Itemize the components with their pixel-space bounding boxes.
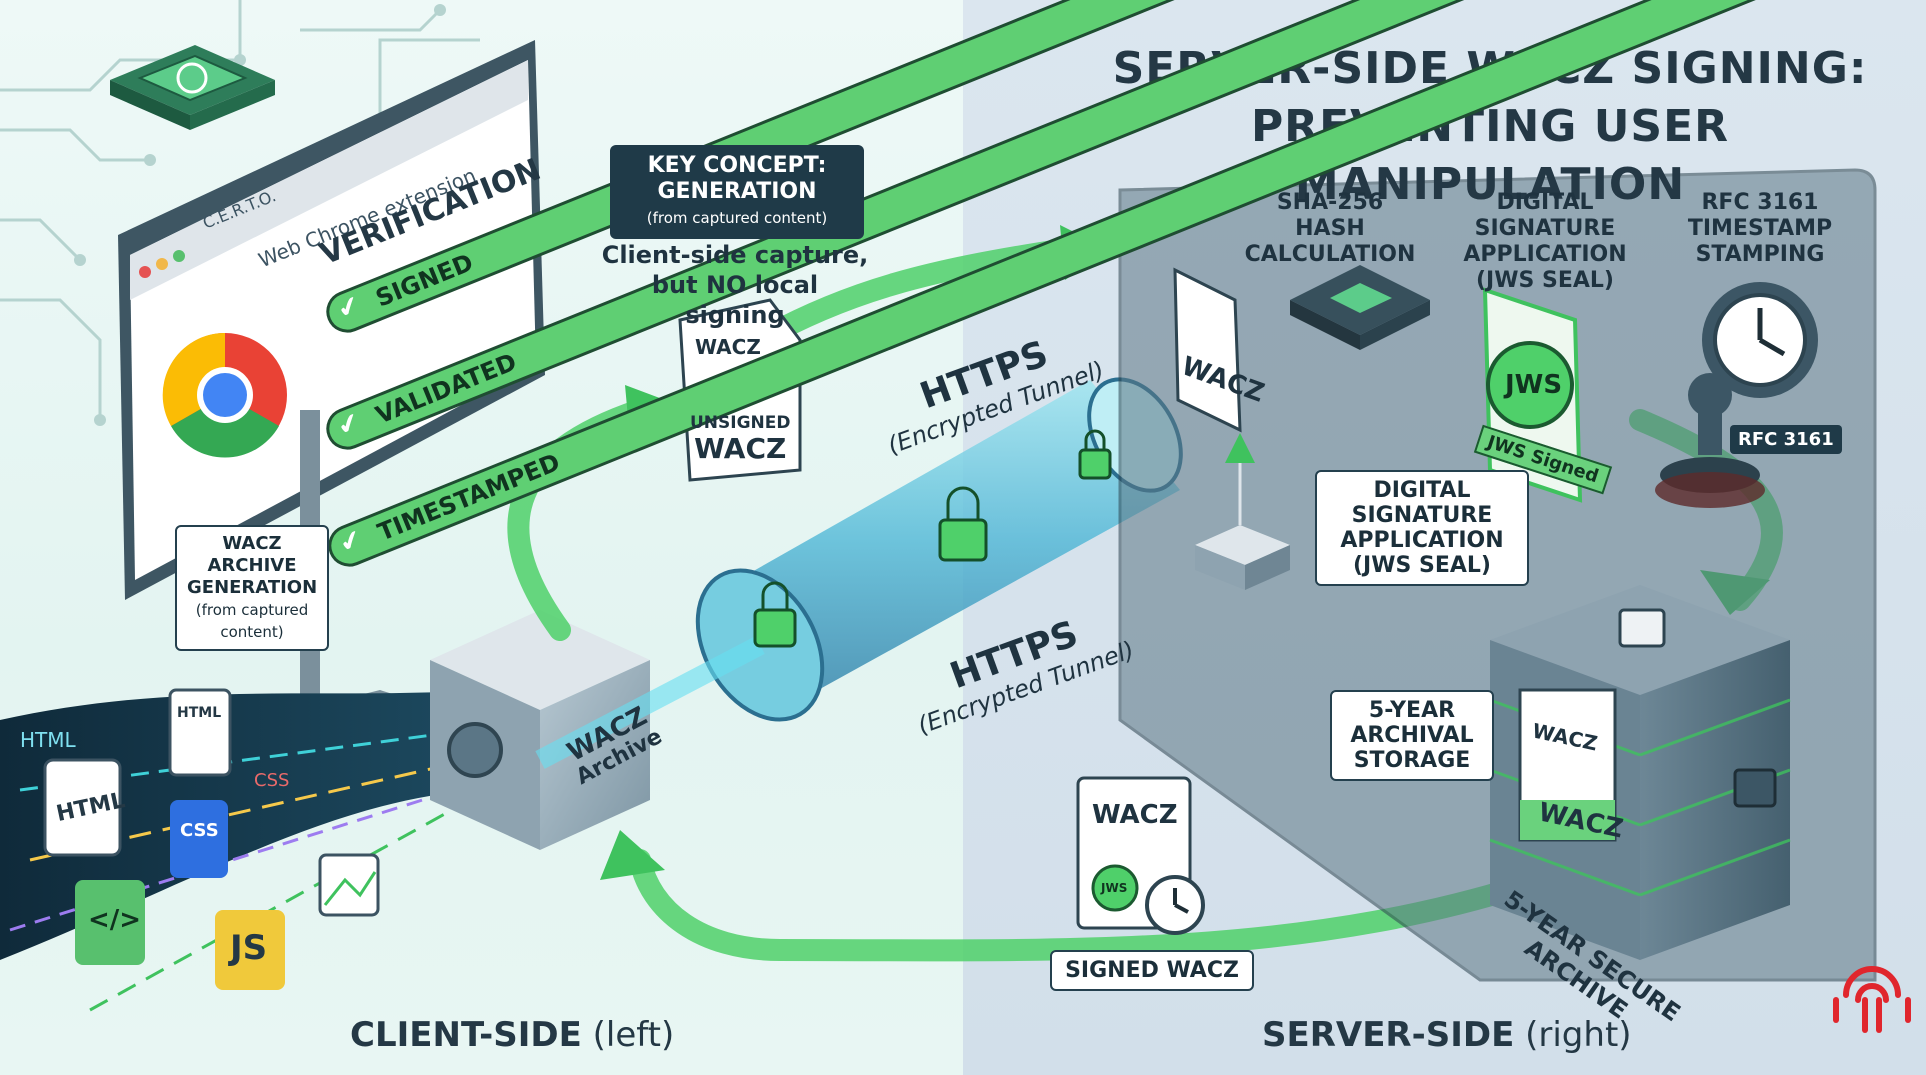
client-side-normal: (left) [581,1015,675,1055]
server-tower [1489,585,1791,960]
timestamp-stamp-icon [1655,373,1765,508]
fingerprint-chip-icon [110,45,275,130]
step-signature-label: DIGITAL SIGNATURE APPLICATION (JWS SEAL) [1430,190,1660,294]
html-small-file-label: HTML [177,705,222,721]
css-file-label: CSS [180,820,219,841]
key-concept-caption: Client-side capture, but NO local signin… [600,240,870,330]
key-concept-box: KEY CONCEPT: GENERATION (from captured c… [610,145,864,239]
step-timestamp-label: RFC 3161 TIMESTAMP STAMPING [1680,190,1840,268]
signature-line-2: APPLICATION [1463,242,1627,267]
title-line-2: Preventing User Manipulation [1250,101,1730,210]
js-file-label: JS [230,928,268,968]
generation-line-1: WACZ [222,533,282,554]
wacz-archive-box [430,610,650,850]
css-stream-label: CSS [254,770,290,791]
signed-file-seal-label: JWS [1101,881,1128,895]
caption-line-2: but NO local signing [651,271,819,329]
signed-wacz-document-icon [1076,776,1205,935]
sig-box-line-1: DIGITAL [1373,478,1471,503]
storage-line-2: ARCHIVAL [1350,723,1474,748]
generation-line-3: GENERATION [187,577,318,598]
router-icon [1195,433,1290,590]
unsigned-file-label: UNSIGNED WACZ [690,410,791,465]
wacz-generation-label: WACZ ARCHIVE GENERATION (from captured c… [175,525,329,651]
sig-box-line-4: (JWS SEAL) [1353,553,1491,578]
rfc-badge: RFC 3161 [1730,425,1842,454]
sig-box-line-3: APPLICATION [1340,528,1504,553]
client-side-label: CLIENT-SIDE (left) [350,1015,674,1055]
timestamp-line-2: TIMESTAMP [1687,216,1833,241]
server-side-normal: (right) [1514,1015,1632,1055]
hash-line-2: CALCULATION [1244,242,1416,267]
storage-line-3: STORAGE [1353,748,1471,773]
arrowhead [600,830,665,880]
signed-wacz-label: SIGNED WACZ [1050,950,1254,991]
signature-application-box: DIGITAL SIGNATURE APPLICATION (JWS SEAL) [1315,470,1529,586]
lock-icon [753,429,1112,648]
unsigned-line-1: UNSIGNED [690,413,791,433]
caption-line-1: Client-side capture, [601,241,869,269]
signature-line-3: (JWS SEAL) [1476,268,1614,293]
html-stream-label: HTML [20,728,76,752]
server-wacz-document-icon [1173,267,1242,433]
signature-line-1: DIGITAL SIGNATURE [1474,190,1616,241]
timestamp-line-3: STAMPING [1695,242,1825,267]
file-type-icons [43,688,380,990]
generation-line-2: ARCHIVE [207,555,297,576]
timestamp-line-1: RFC 3161 [1701,190,1819,215]
generation-line-4: (from captured [195,601,309,619]
key-concept-line-1: KEY CONCEPT: [647,153,827,178]
generation-line-5: content) [220,623,284,641]
hash-chip-icon [1290,265,1430,350]
circuit-traces [0,0,480,420]
circuit-nodes [74,4,446,426]
signed-file-top-label: WACZ [1092,800,1178,830]
certo-logo [1833,965,1911,1033]
key-concept-line-3: (from captured content) [646,209,828,227]
key-concept-line-2: GENERATION [657,179,817,204]
clock-icon [1702,282,1818,398]
unsigned-line-2: WACZ [694,432,787,465]
unsigned-file-top-label: WACZ [695,335,761,359]
jws-seal-label: JWS [1505,370,1563,400]
client-side-bold: CLIENT-SIDE [350,1015,582,1055]
hash-line-1: SHA-256 HASH [1276,190,1384,241]
server-side-bold: SERVER-SIDE [1262,1015,1515,1055]
step-hash-label: SHA-256 HASH CALCULATION [1240,190,1420,268]
sig-box-line-2: SIGNATURE [1351,503,1493,528]
archival-storage-box: 5-YEAR ARCHIVAL STORAGE [1330,690,1494,781]
storage-line-1: 5-YEAR [1368,698,1456,723]
code-file-label: </> [88,905,142,935]
server-side-label: SERVER-SIDE (right) [1262,1015,1632,1055]
chrome-logo-icon [162,332,287,458]
